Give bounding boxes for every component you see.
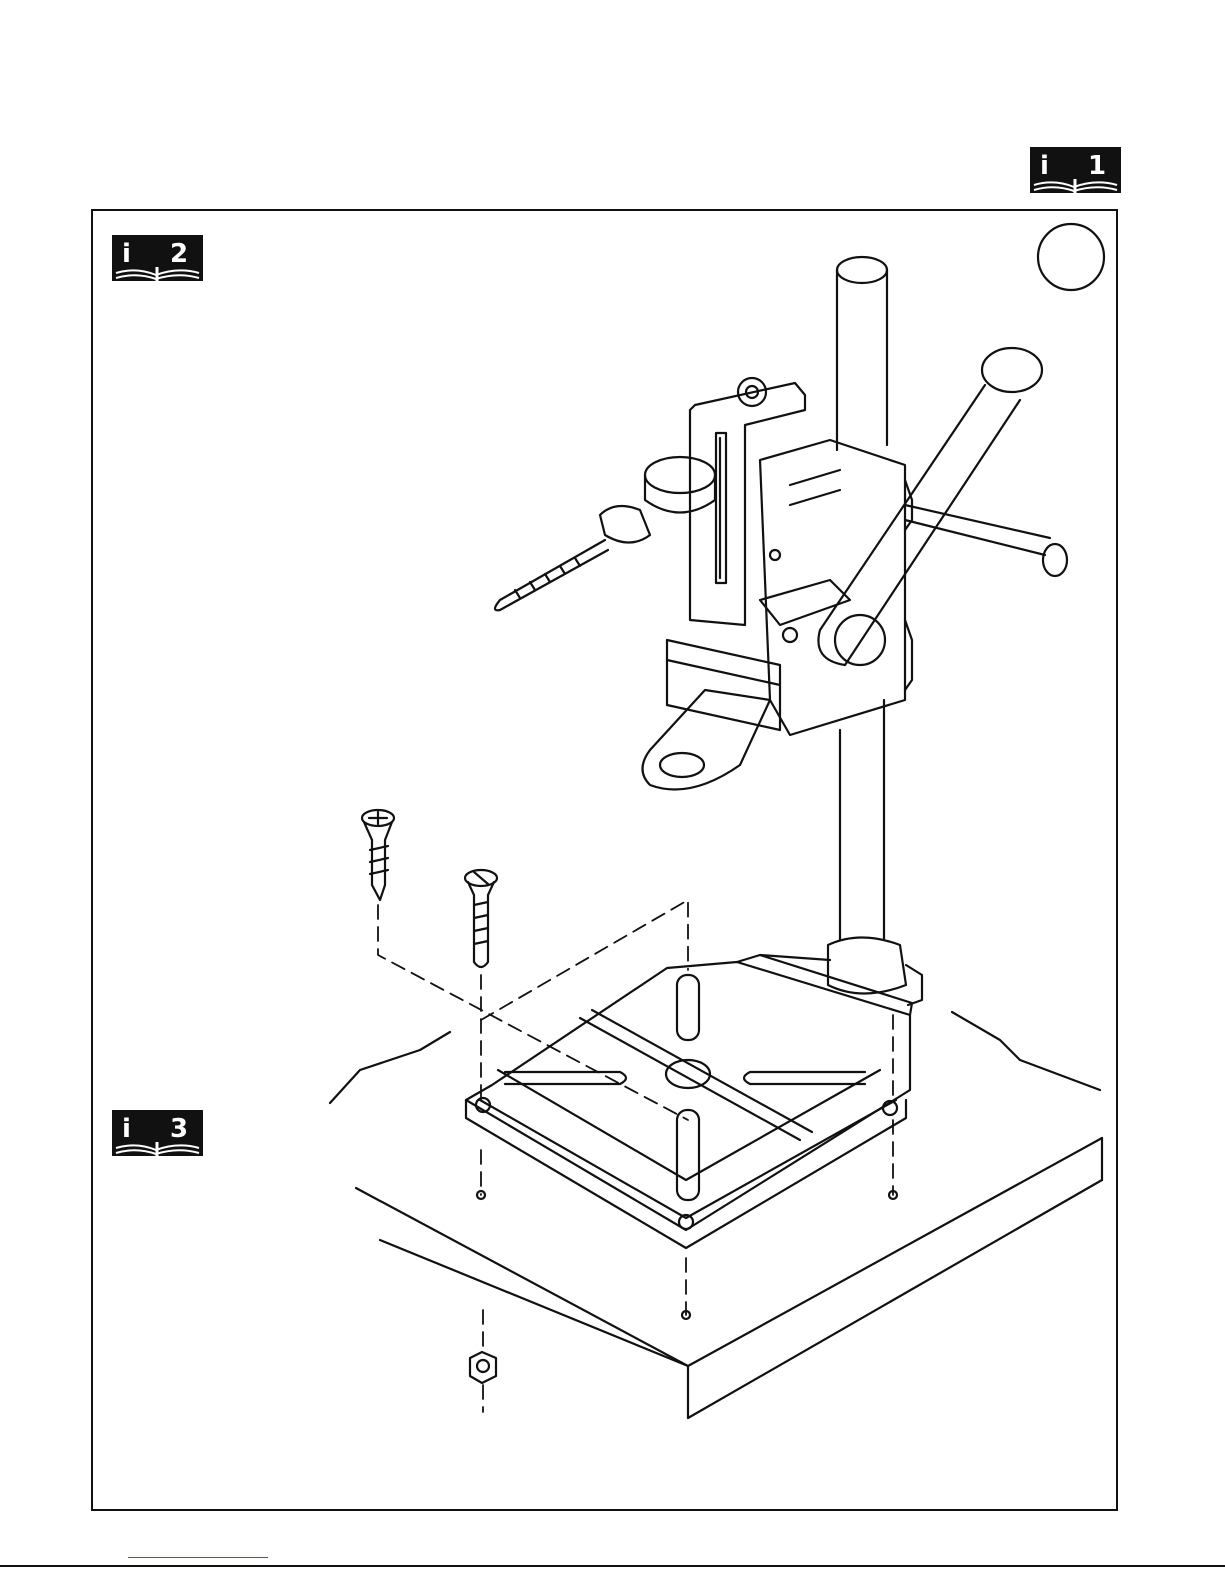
bottom-rule xyxy=(0,1565,1225,1567)
bolt-screw xyxy=(465,870,497,967)
workbench xyxy=(330,1012,1102,1418)
feed-lever-arm xyxy=(818,348,1067,665)
stand-base-plate xyxy=(466,955,912,1248)
depth-gauge-bracket xyxy=(690,378,805,625)
assembly-guide-lines xyxy=(378,900,893,1412)
clamp-collar xyxy=(495,457,715,610)
carriage-housing xyxy=(760,440,912,735)
figure-number-circle xyxy=(1038,224,1104,290)
bottom-link-underline xyxy=(128,1557,268,1558)
hex-nut xyxy=(470,1352,496,1383)
wood-screw-left xyxy=(362,810,394,900)
drill-holder-collar xyxy=(643,640,781,790)
